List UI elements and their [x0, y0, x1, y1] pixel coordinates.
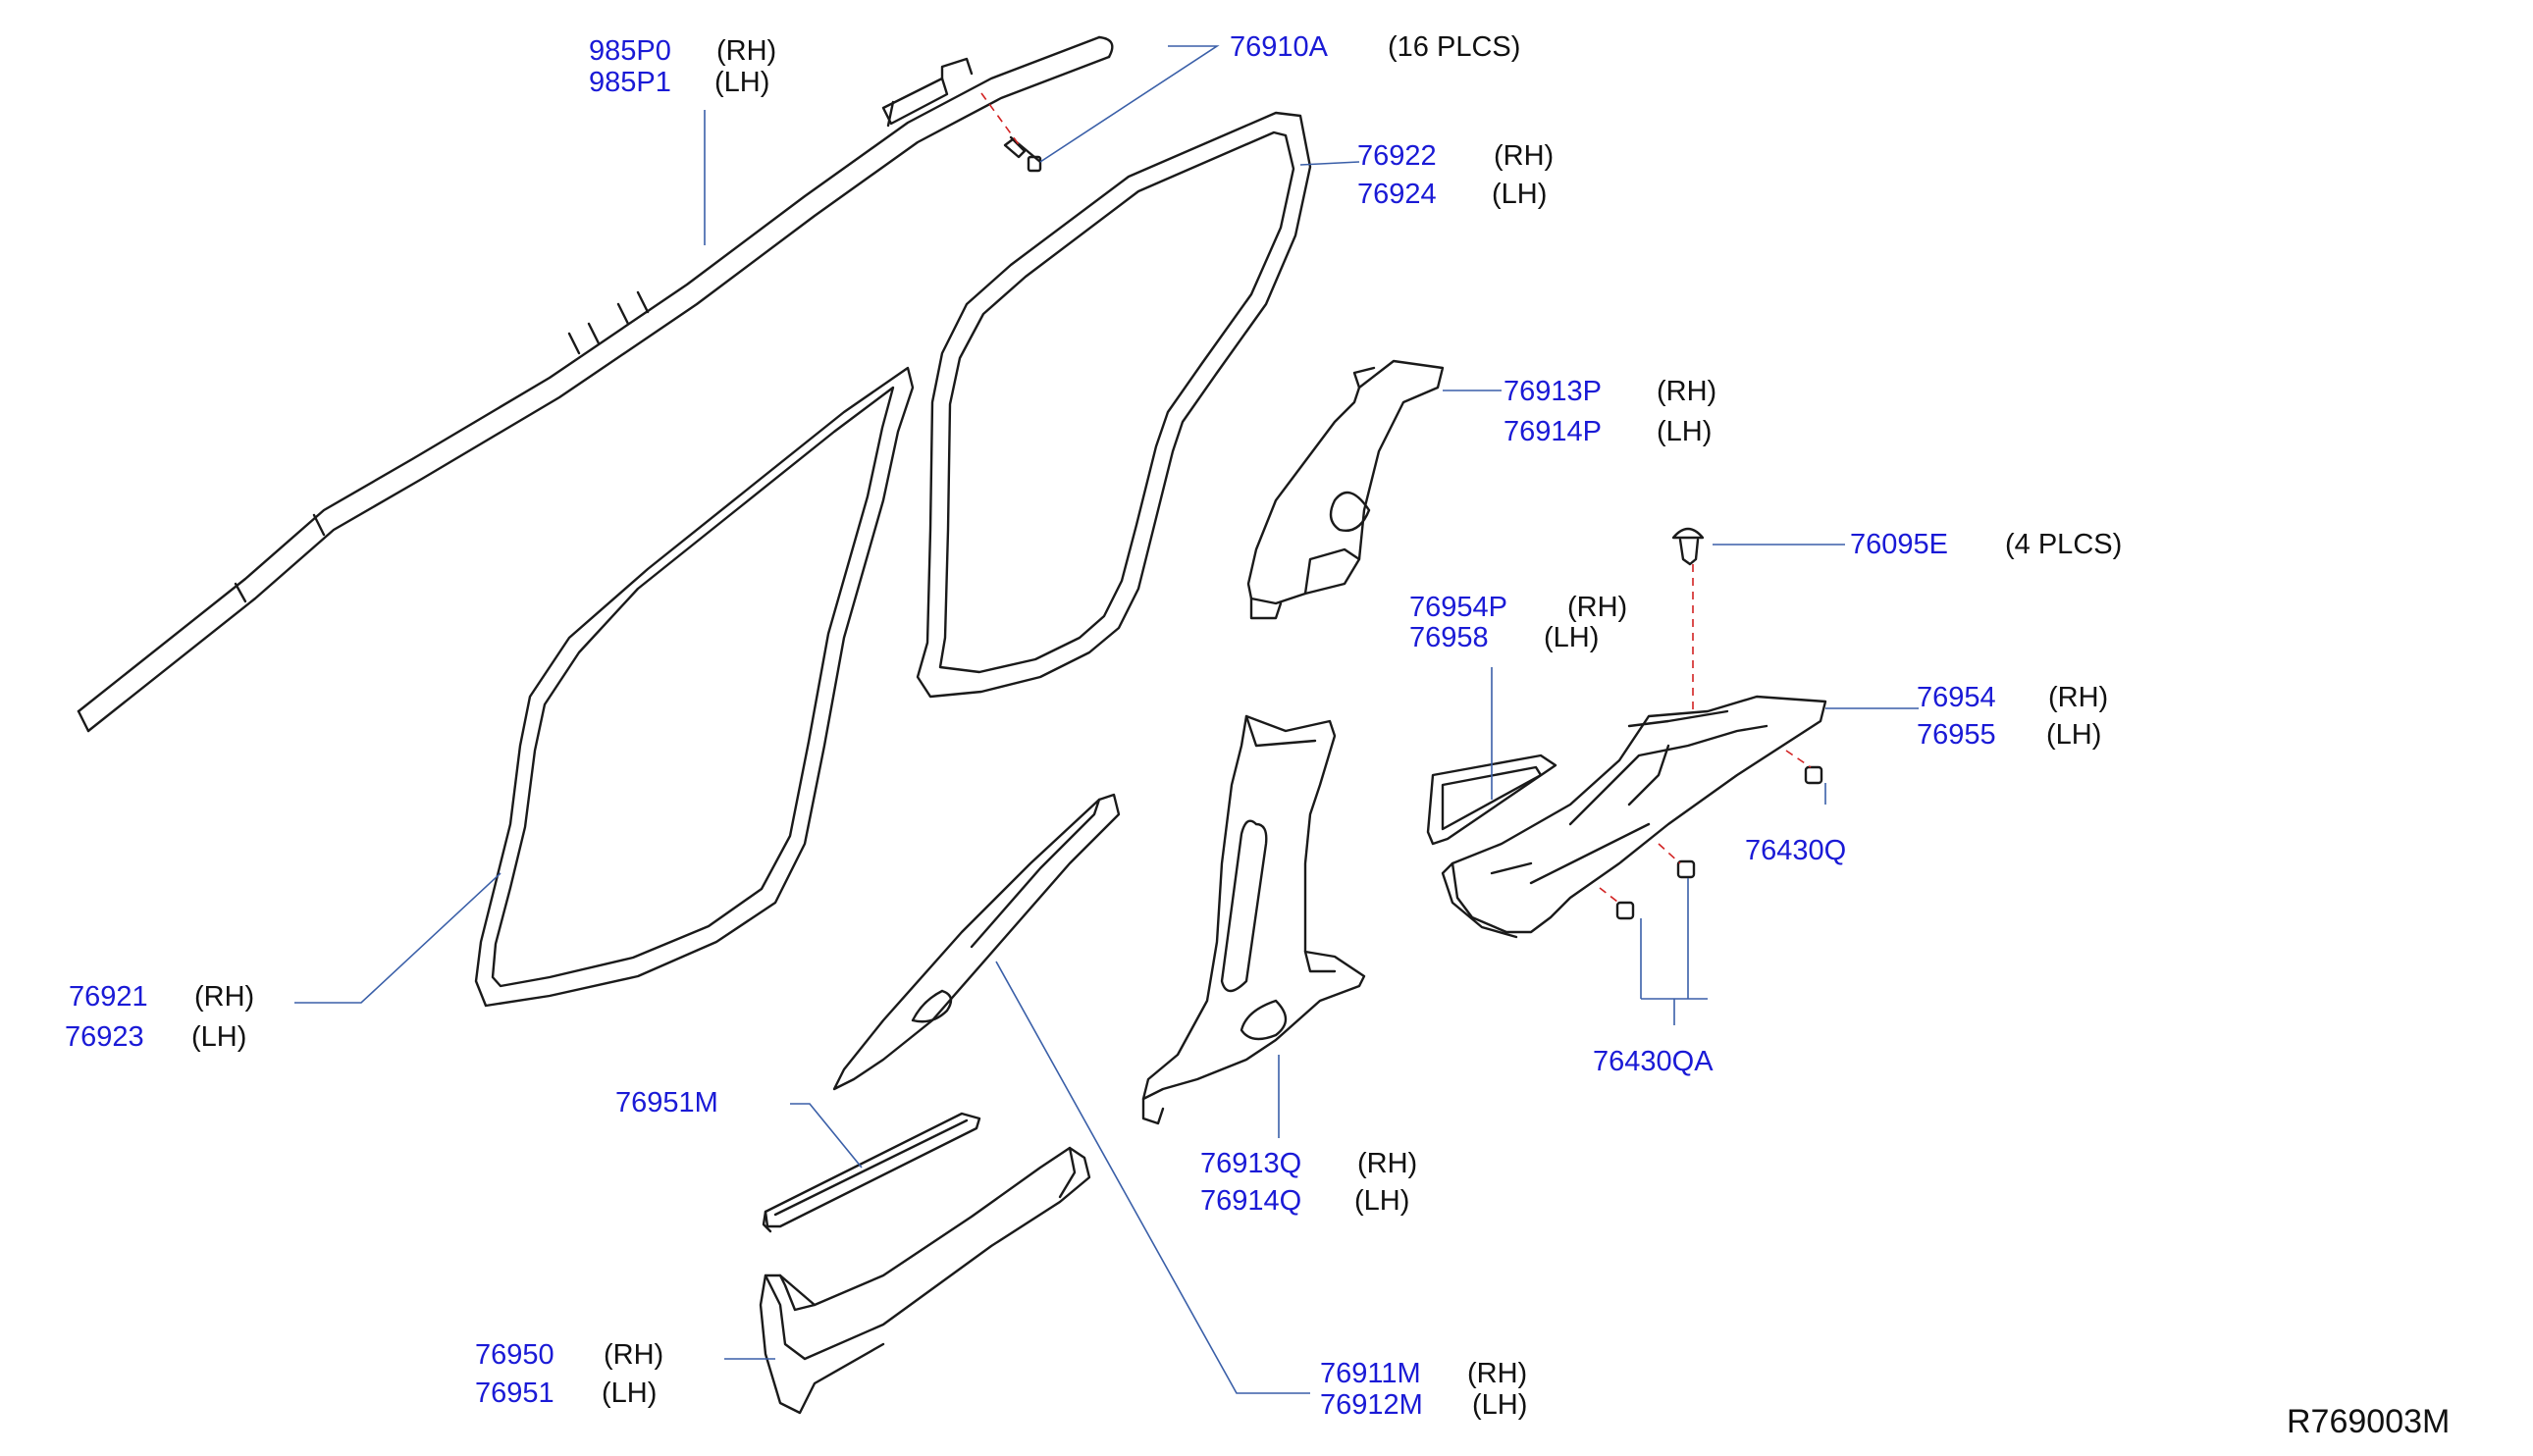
scuff-insert-strip: [1426, 754, 1557, 846]
side-lh-985P1: (LH): [714, 67, 770, 98]
part-number-76910A[interactable]: 76910A: [1230, 31, 1328, 63]
diagram-reference-code: R769003M: [2287, 1403, 2451, 1440]
rear-door-weatherstrip: [916, 111, 1312, 699]
lower-center-pillar-trim: [1141, 714, 1366, 1125]
part-number-76958[interactable]: 76958: [1409, 622, 1489, 653]
clip-76910A: [1003, 135, 1042, 173]
leader-lines: [294, 45, 1919, 1394]
side-lh-76951: (LH): [602, 1378, 658, 1409]
part-number-76430QA[interactable]: 76430QA: [1593, 1046, 1714, 1077]
part-number-76950[interactable]: 76950: [475, 1339, 554, 1371]
front-kicking-plate: [759, 1146, 1091, 1415]
part-number-76955[interactable]: 76955: [1917, 719, 1996, 751]
part-number-76912M[interactable]: 76912M: [1320, 1389, 1423, 1421]
side-rh-76950: (RH): [604, 1339, 664, 1371]
side-rh-76913P: (RH): [1657, 376, 1717, 407]
qty-76095E: (4 PLCS): [2005, 529, 2123, 560]
qty-76910A: (16 PLCS): [1388, 31, 1521, 63]
side-rh-76911M: (RH): [1467, 1358, 1528, 1389]
side-rh-76913Q: (RH): [1357, 1148, 1418, 1179]
part-number-76954[interactable]: 76954: [1917, 682, 1996, 713]
side-lh-76958: (LH): [1544, 622, 1600, 653]
side-lh-76914P: (LH): [1657, 416, 1713, 447]
part-number-76914P[interactable]: 76914P: [1504, 416, 1602, 447]
upper-center-pillar-trim: [1246, 359, 1445, 620]
side-lh-76914Q: (LH): [1354, 1185, 1410, 1217]
side-lh-76955: (LH): [2046, 719, 2102, 751]
part-number-76951M[interactable]: 76951M: [615, 1087, 718, 1118]
part-number-76911M[interactable]: 76911M: [1320, 1358, 1421, 1389]
part-number-76922[interactable]: 76922: [1357, 140, 1437, 172]
part-number-76954P[interactable]: 76954P: [1409, 592, 1507, 623]
side-lh-76923: (LH): [191, 1021, 247, 1053]
side-rh-985P0: (RH): [716, 35, 777, 67]
part-number-76924[interactable]: 76924: [1357, 179, 1437, 210]
part-number-985P0[interactable]: 985P0: [589, 35, 671, 67]
part-number-76430Q[interactable]: 76430Q: [1745, 835, 1847, 866]
part-number-76913Q[interactable]: 76913Q: [1200, 1148, 1302, 1179]
side-rh-76922: (RH): [1494, 140, 1555, 172]
part-number-76951[interactable]: 76951: [475, 1378, 554, 1409]
placement-lines: [980, 92, 1812, 906]
part-number-76914Q[interactable]: 76914Q: [1200, 1185, 1302, 1217]
side-rh-76954: (RH): [2048, 682, 2109, 713]
part-number-985P1[interactable]: 985P1: [589, 67, 671, 98]
side-lh-76912M: (LH): [1472, 1389, 1528, 1421]
side-rh-76921: (RH): [194, 981, 255, 1013]
sill-insert-strip: [762, 1112, 981, 1233]
part-number-76921[interactable]: 76921: [69, 981, 148, 1013]
retainers: [1615, 765, 1823, 920]
curtain-airbag: [77, 35, 1114, 733]
part-number-76913P[interactable]: 76913P: [1504, 376, 1602, 407]
front-pillar-garnish: [832, 793, 1121, 1091]
part-number-76923[interactable]: 76923: [65, 1021, 144, 1053]
side-rh-76954P: (RH): [1567, 592, 1628, 623]
rear-kicking-plate: [1441, 695, 1827, 939]
part-number-76095E[interactable]: 76095E: [1850, 529, 1948, 560]
front-door-weatherstrip: [474, 366, 915, 1008]
side-lh-76924: (LH): [1492, 179, 1548, 210]
clip-76095E: [1671, 527, 1705, 566]
